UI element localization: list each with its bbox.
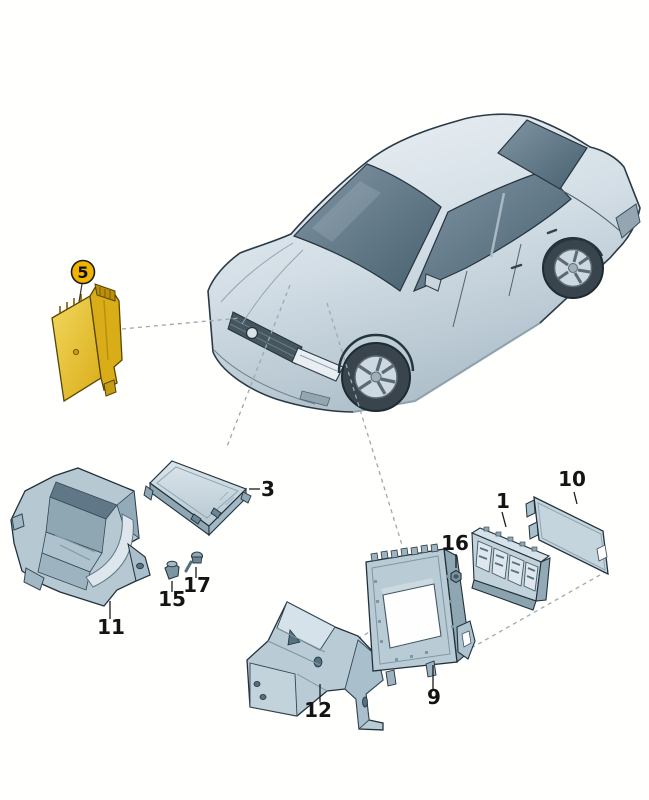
part-11-ribs — [11, 513, 96, 591]
part-label-11[interactable]: 11 — [97, 615, 125, 639]
label-leader-lines — [109, 488, 578, 702]
side-mirror — [424, 273, 442, 292]
fastener-16-nut[interactable] — [450, 569, 462, 584]
fastener-15-top — [166, 560, 178, 568]
fastener-17-side — [191, 556, 203, 564]
fog-intake — [299, 390, 331, 407]
part-10-notch — [596, 544, 608, 562]
part-3-control-unit[interactable] — [143, 460, 252, 537]
part-1-top-nubs — [483, 526, 538, 552]
vw-emblem — [245, 326, 259, 340]
part-10-cover-plate[interactable] — [525, 495, 609, 576]
part-1-connector-slots — [478, 547, 536, 580]
part-label-3[interactable]: 3 — [261, 477, 275, 501]
front-door-seam — [452, 270, 468, 328]
b-pillar-line — [489, 192, 506, 258]
rear-wheel-arch — [542, 237, 604, 264]
door-handle-front — [510, 263, 523, 270]
callout-5-leader — [78, 283, 83, 303]
car-front-details — [213, 242, 344, 407]
part-label-16[interactable]: 16 — [441, 531, 469, 555]
part-1-right-face — [535, 557, 551, 602]
fastener-17-bolt[interactable] — [184, 551, 204, 573]
part-callout-5[interactable]: 5 — [70, 259, 96, 303]
part-3-clips — [143, 485, 252, 525]
part-11-arch-band — [85, 513, 134, 588]
leader-10 — [573, 491, 578, 505]
windshield-highlight — [312, 181, 381, 242]
rear-window-glass — [497, 119, 588, 190]
part-11-bracket-housing[interactable] — [10, 467, 151, 607]
part-3-lid-inset — [156, 466, 239, 519]
assembly-reference-lines — [121, 284, 608, 648]
fastener-16-bore — [453, 574, 459, 579]
part-9-module-carrier[interactable] — [365, 543, 476, 687]
ref-line-part12-to-part9 — [343, 630, 372, 648]
ref-line-part5-to-car — [121, 317, 241, 330]
ref-line-car-to-part9 — [326, 302, 403, 546]
taillight — [615, 203, 641, 239]
part-9-perforations — [374, 575, 454, 661]
windshield-glass — [292, 163, 442, 292]
front-wheel-arch — [337, 333, 415, 374]
part-11-tab-hole — [136, 562, 144, 570]
part-10-plate-inset — [537, 502, 606, 571]
trunk-seam — [562, 190, 621, 232]
part-9-opening — [382, 583, 442, 649]
rear-door-seam — [508, 243, 522, 297]
hood-crease-2 — [241, 249, 304, 325]
part-label-17[interactable]: 17 — [183, 573, 211, 597]
part-label-5[interactable]: 5 — [77, 263, 88, 282]
part-label-15[interactable]: 15 — [158, 587, 186, 611]
fastener-17-tip — [184, 560, 193, 573]
part-11-front-face — [37, 552, 91, 591]
ref-line-car-to-part3 — [225, 284, 291, 450]
door-handle-rear — [546, 228, 558, 235]
fastener-15-clip[interactable] — [164, 560, 180, 580]
part-5-control-module-highlighted[interactable] — [51, 283, 123, 403]
part-9-frame-inset — [371, 555, 451, 665]
part-1-bottom-strip — [471, 579, 537, 611]
callout-5-circle[interactable] — [70, 259, 96, 285]
part-12-creases — [267, 627, 328, 692]
part-5-hole — [72, 348, 80, 356]
side-windows-glass — [412, 170, 572, 293]
car-illustration — [207, 113, 641, 413]
part-label-9[interactable]: 9 — [427, 685, 441, 709]
headlight-inner-line — [299, 354, 338, 372]
part-9-feet — [385, 660, 437, 687]
part-1-control-unit[interactable] — [470, 526, 551, 611]
part-12-box-face — [249, 662, 298, 717]
ref-line-part10-to-part9 — [472, 570, 608, 648]
leader-1 — [501, 511, 507, 528]
front-wheel — [337, 333, 415, 412]
part-number-labels: 3 11 15 17 12 9 16 1 10 — [97, 467, 586, 722]
part-10-hook-tabs — [525, 499, 539, 540]
part-11-mount-tab — [127, 542, 151, 582]
part-5-details — [59, 287, 111, 361]
rear-wheel — [542, 237, 604, 299]
part-9-teeth — [370, 543, 439, 562]
part-3-lid — [149, 460, 248, 527]
part-5-foot — [103, 379, 117, 397]
hood-crease-1 — [220, 242, 294, 303]
part-12-bracket[interactable] — [246, 601, 384, 731]
headlight — [291, 347, 344, 382]
part-label-10[interactable]: 10 — [558, 467, 586, 491]
part-label-1[interactable]: 1 — [496, 489, 510, 513]
part-label-12[interactable]: 12 — [304, 698, 332, 722]
part-9-hook-notch — [461, 630, 472, 648]
part-9-hole-bevel — [381, 578, 434, 595]
